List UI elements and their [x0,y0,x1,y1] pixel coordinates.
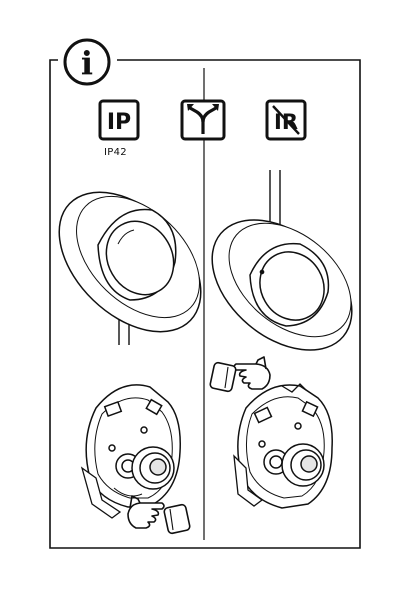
camera-right-assembled [187,170,376,376]
ip-rating-caption: IP42 [104,147,127,158]
pointing-hand-icon [210,357,270,392]
ip-rating-icon: IP [100,101,138,139]
svg-text:IP: IP [107,110,131,135]
camera-left-assembled [33,166,227,359]
svg-text:i: i [81,44,93,82]
camera-right-open [234,384,332,508]
no-ir-icon: IR [267,101,305,139]
info-icon: i [65,40,109,84]
branch-arrow-icon [182,101,224,139]
